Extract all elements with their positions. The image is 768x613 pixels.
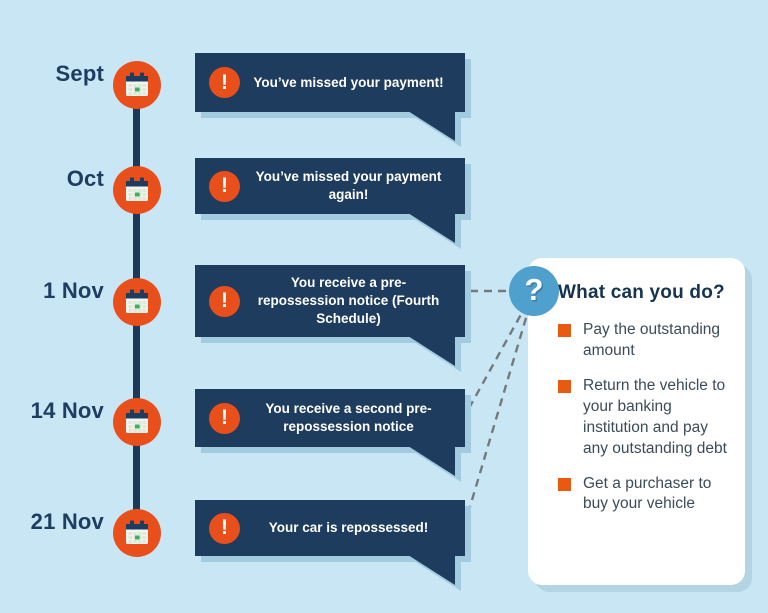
exclamation-icon: ! xyxy=(209,285,240,317)
date-label: 1 Nov xyxy=(43,278,104,303)
bubble-text: You’ve missed your payment again! xyxy=(255,169,442,202)
calendar-icon xyxy=(113,166,161,214)
bullet-text: Get a purchaser to buy your vehicle xyxy=(583,474,712,513)
card-title: What can you do? xyxy=(558,282,725,303)
speech-bubble-missed-payment: ! You’ve missed your payment! xyxy=(195,53,465,141)
calendar-icon xyxy=(113,509,161,557)
bullet-square-icon xyxy=(558,379,571,393)
speech-bubble-missed-again: ! You’ve missed your payment again! xyxy=(195,158,465,243)
date-label: 14 Nov xyxy=(30,398,104,423)
list-item: Return the vehicle to your banking insti… xyxy=(558,376,731,460)
calendar-icon xyxy=(113,61,161,109)
date-label: Sept xyxy=(55,61,104,86)
bubble-text: You receive a second pre-repossession no… xyxy=(265,401,432,434)
what-can-you-do-card: What can you do? Pay the outstanding amo… xyxy=(528,258,745,585)
list-item: Get a purchaser to buy your vehicle xyxy=(558,474,731,516)
exclamation-icon: ! xyxy=(209,67,240,98)
bullet-square-icon xyxy=(558,477,571,491)
calendar-icon xyxy=(113,398,161,446)
speech-bubble-repossessed: ! Your car is repossessed! xyxy=(195,500,465,585)
bubble-text: Your car is repossessed! xyxy=(268,520,429,536)
exclamation-icon: ! xyxy=(209,402,240,434)
bullet-square-icon xyxy=(558,324,571,337)
exclamation-icon: ! xyxy=(209,170,240,202)
exclamation-icon: ! xyxy=(209,512,240,544)
question-mark-icon: ? xyxy=(509,266,559,316)
card-bullet-list: Pay the outstanding amount Return the ve… xyxy=(558,320,731,515)
bullet-text: Pay the outstanding amount xyxy=(583,321,721,359)
speech-bubble-pre-repossession-notice: ! You receive a pre-repossession notice … xyxy=(195,265,465,366)
speech-bubble-second-notice: ! You receive a second pre-repossession … xyxy=(195,389,465,476)
list-item: Pay the outstanding amount xyxy=(558,320,731,362)
bubble-text: You receive a pre-repossession notice (F… xyxy=(257,275,440,326)
date-label: Oct xyxy=(66,166,104,191)
bubble-text: You’ve missed your payment! xyxy=(253,74,444,90)
calendar-icon xyxy=(113,278,161,326)
date-label: 21 Nov xyxy=(30,509,104,534)
bullet-text: Return the vehicle to your banking insti… xyxy=(583,376,727,457)
